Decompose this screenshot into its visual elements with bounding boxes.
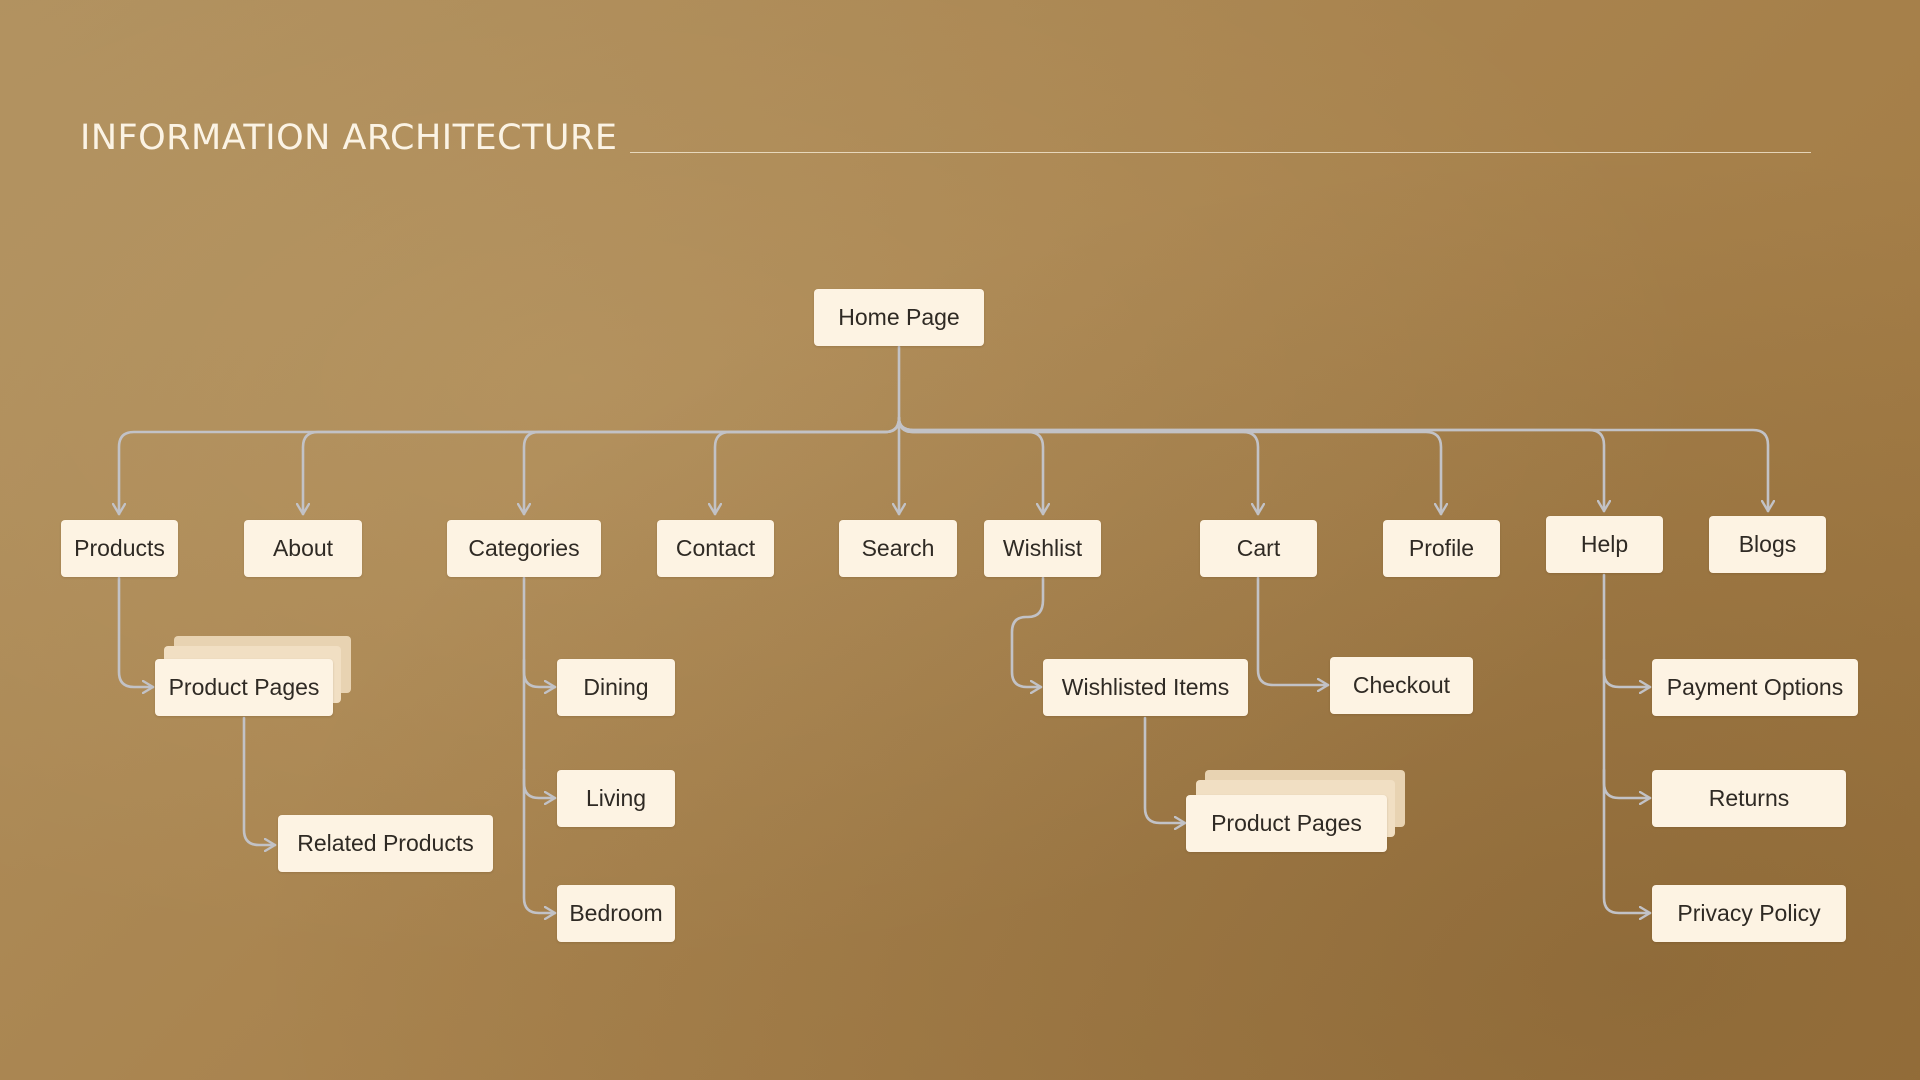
connector-dining xyxy=(522,576,557,687)
connector-privacy-policy xyxy=(1602,768,1652,913)
connector-wishlist-product-pages xyxy=(1143,716,1187,823)
connector-living xyxy=(522,658,557,798)
node-profile[interactable]: Profile xyxy=(1383,520,1500,577)
node-search[interactable]: Search xyxy=(839,520,957,577)
connector-checkout xyxy=(1256,576,1330,685)
node-product-pages[interactable]: Product Pages xyxy=(155,659,333,716)
node-living[interactable]: Living xyxy=(557,770,675,827)
connector-contact xyxy=(715,416,901,516)
title-divider xyxy=(630,152,1811,153)
node-categories[interactable]: Categories xyxy=(447,520,601,577)
connector-wishlisted-items xyxy=(1010,576,1045,687)
connector-payment-options xyxy=(1602,573,1652,687)
node-cart[interactable]: Cart xyxy=(1200,520,1317,577)
connector-blogs xyxy=(897,416,1768,513)
node-about[interactable]: About xyxy=(244,520,362,577)
node-checkout[interactable]: Checkout xyxy=(1330,657,1473,714)
node-dining[interactable]: Dining xyxy=(557,659,675,716)
connector-returns xyxy=(1602,658,1652,798)
node-help[interactable]: Help xyxy=(1546,516,1663,573)
node-wishlist-product-pages[interactable]: Product Pages xyxy=(1186,795,1387,852)
node-blogs[interactable]: Blogs xyxy=(1709,516,1826,573)
node-home-page[interactable]: Home Page xyxy=(814,289,984,346)
node-related-products[interactable]: Related Products xyxy=(278,815,493,872)
node-wishlisted-items[interactable]: Wishlisted Items xyxy=(1043,659,1248,716)
node-returns[interactable]: Returns xyxy=(1652,770,1846,827)
connector-bedroom xyxy=(522,768,557,913)
connector-profile xyxy=(897,416,1441,516)
node-wishlist[interactable]: Wishlist xyxy=(984,520,1101,577)
connector-related-products xyxy=(242,716,277,845)
node-payment-options[interactable]: Payment Options xyxy=(1652,659,1858,716)
node-contact[interactable]: Contact xyxy=(657,520,774,577)
connector-product-pages xyxy=(117,576,155,687)
node-privacy-policy[interactable]: Privacy Policy xyxy=(1652,885,1846,942)
node-bedroom[interactable]: Bedroom xyxy=(557,885,675,942)
node-products[interactable]: Products xyxy=(61,520,178,577)
page-title: INFORMATION ARCHITECTURE xyxy=(80,118,618,158)
